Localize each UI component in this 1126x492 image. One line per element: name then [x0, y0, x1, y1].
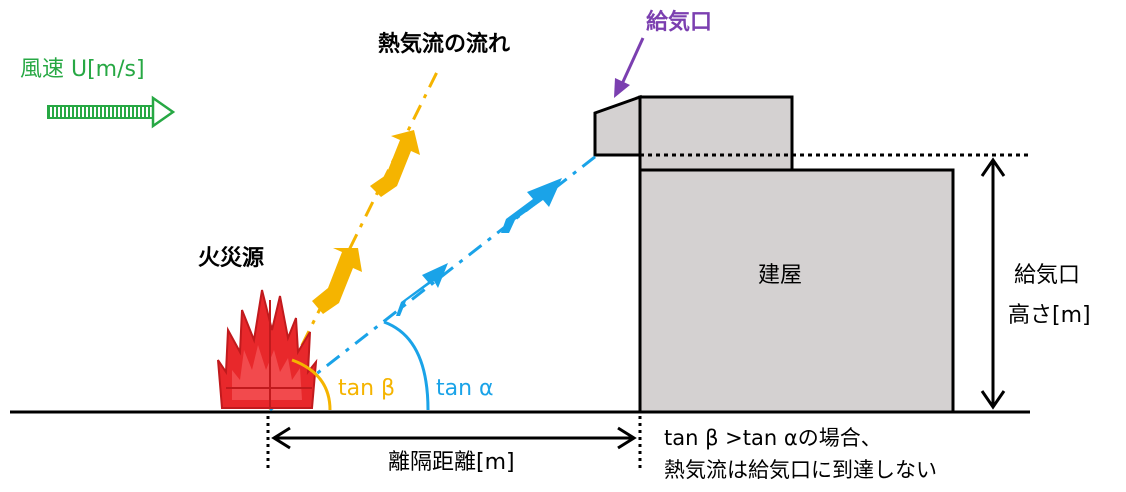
wind-arrow-icon [47, 95, 176, 129]
heat-flow-yellow-arrows [312, 130, 420, 314]
inlet-pointer-arrow [614, 37, 645, 98]
conclusion-line1: tan β >tan αの場合、 [664, 426, 882, 450]
inlet-label: 給気口 [646, 10, 713, 35]
inlet-height-arrow [980, 157, 1006, 410]
angle-beta-arc [291, 358, 332, 411]
heat-flow-blue-arrows [396, 178, 562, 316]
separation-distance-arrow [266, 416, 642, 470]
air-inlet-hood [593, 94, 642, 157]
wind-speed-label: 風速 U[m/s] [20, 57, 145, 82]
angle-alpha-arc [383, 320, 430, 411]
fire-source-label: 火災源 [198, 246, 265, 271]
building [638, 168, 955, 414]
building-upper-block [638, 95, 794, 172]
heat-flow-label: 熱気流の流れ [378, 32, 511, 57]
inlet-height-label-line2: 高さ[m] [1008, 303, 1091, 328]
tan-beta-label: tan β [338, 376, 396, 401]
inlet-height-label-line1: 給気口 [1014, 263, 1081, 288]
conclusion-line2: 熱気流は給気口に到達しない [664, 458, 937, 482]
building-label: 建屋 [758, 263, 803, 288]
separation-distance-label: 離隔距離[m] [388, 450, 515, 475]
tan-alpha-label: tan α [436, 376, 494, 401]
fire-icon [217, 289, 318, 409]
